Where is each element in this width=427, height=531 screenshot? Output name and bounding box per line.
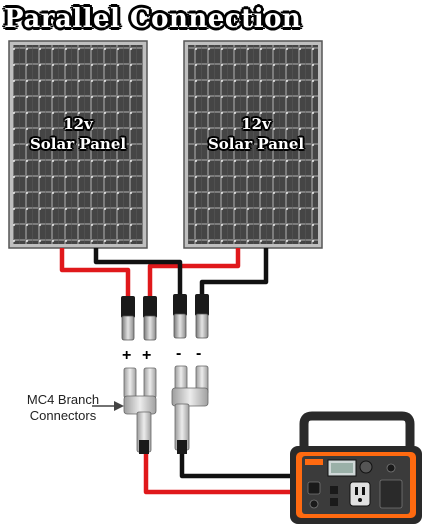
positive-sign-1: +: [122, 347, 132, 364]
mc4-branch-connector-positive: [123, 367, 157, 454]
panel-voltage-right: 12v: [241, 115, 271, 133]
mc4-connector-pos-2: [143, 296, 157, 341]
panel-label-left: 12v Solar Panel: [10, 114, 146, 154]
panel-voltage-left: 12v: [63, 115, 93, 133]
solar-panel-right: [183, 40, 323, 249]
solar-panel-left: [8, 40, 148, 249]
mc4-branch-connector-negative: [171, 365, 209, 454]
diagram-title: Parallel Connection: [4, 4, 302, 34]
branch-label-arrow: [92, 401, 124, 411]
portable-power-station: [290, 411, 422, 524]
negative-sign-2: -: [196, 345, 202, 362]
mc4-connector-pos-1: [121, 296, 135, 341]
panel-name-right: Solar Panel: [207, 135, 305, 153]
output-wire-negative: [179, 454, 302, 479]
branch-label-line1: MC4 Branch: [26, 392, 100, 407]
branch-connector-label: MC4 Branch Connectors: [8, 392, 118, 424]
output-wire-positive: [143, 454, 302, 495]
negative-sign-1: -: [176, 345, 182, 362]
positive-wires: [59, 248, 241, 298]
mc4-connector-neg-1: [173, 294, 187, 339]
negative-wires: [93, 248, 269, 296]
branch-label-line2: Connectors: [29, 408, 97, 423]
positive-sign-2: +: [142, 347, 152, 364]
mc4-connector-neg-2: [195, 294, 209, 339]
panel-label-right: 12v Solar Panel: [188, 114, 324, 154]
panel-name-left: Solar Panel: [29, 135, 127, 153]
